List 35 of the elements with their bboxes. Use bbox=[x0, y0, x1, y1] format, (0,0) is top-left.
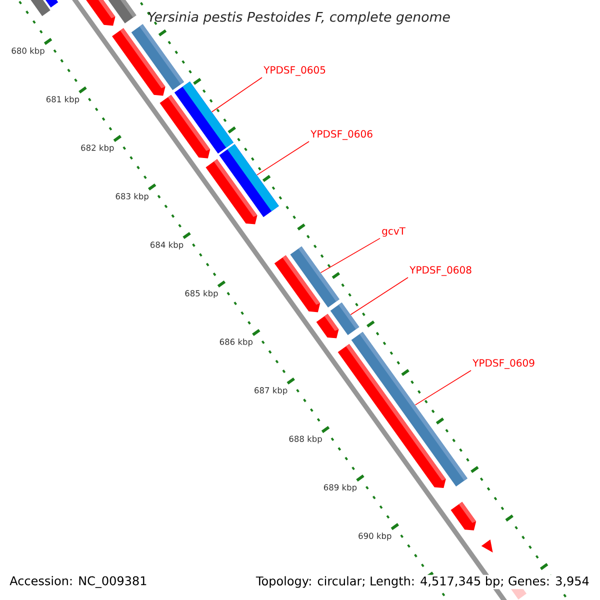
gene-feature bbox=[86, 0, 116, 26]
gene-feature bbox=[450, 502, 476, 530]
scale-label: 682 kbp bbox=[81, 144, 114, 152]
scale-label: 688 kbp bbox=[289, 436, 322, 444]
gene-bar bbox=[45, 0, 58, 8]
gene-bar bbox=[330, 302, 360, 336]
gene-bar bbox=[174, 82, 234, 154]
scale-label: 683 kbp bbox=[116, 192, 148, 201]
title: Yersinia pestis Pestoides F, complete genome bbox=[148, 12, 450, 24]
gene-bar bbox=[30, 0, 50, 16]
gene-bar bbox=[510, 589, 526, 600]
scale-label: 686 kbp bbox=[220, 338, 253, 346]
scale-label: 690 kbp bbox=[358, 532, 392, 541]
gene-feature bbox=[316, 314, 339, 338]
gene-label: YPDSF_0608 bbox=[410, 266, 472, 276]
genome-info: Topology: circular; Length: 4,517,345 bp; Genes: 3,954 bbox=[254, 574, 591, 590]
gene-bar bbox=[290, 246, 340, 308]
gene-label: gcvT bbox=[382, 227, 406, 237]
leader-line bbox=[256, 141, 310, 176]
gene-bar bbox=[219, 144, 279, 218]
scale-label: 681 kbp bbox=[46, 96, 80, 104]
gene-feature bbox=[481, 540, 493, 553]
leader-line bbox=[350, 277, 408, 316]
gene-label: YPDSF_0609 bbox=[472, 359, 534, 369]
leader-line bbox=[320, 238, 380, 274]
leader-line bbox=[211, 77, 262, 112]
gene-label: YPDSF_0605 bbox=[264, 66, 326, 76]
scale-label: 684 kbp bbox=[150, 242, 184, 250]
scale-label: 685 kbp bbox=[185, 290, 218, 298]
gene-label: YPDSF_0606 bbox=[310, 130, 372, 140]
gene-bar bbox=[131, 24, 184, 90]
scale-label: 687 kbp bbox=[254, 387, 288, 396]
scale-label: 680 kbp bbox=[12, 47, 44, 56]
accession-text: Accession: NC_009381 bbox=[10, 576, 146, 588]
scale-label: 689 kbp bbox=[324, 484, 357, 492]
